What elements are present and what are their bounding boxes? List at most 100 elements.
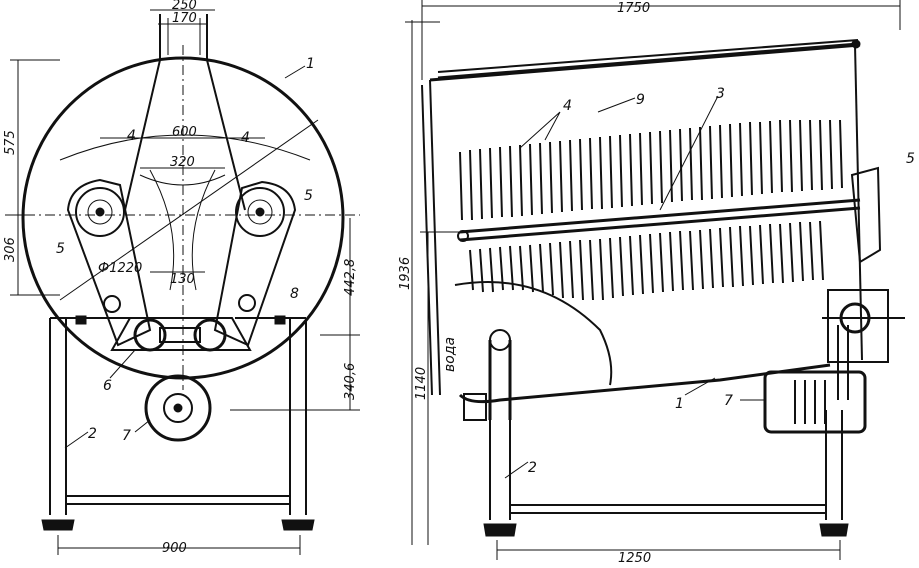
front-drum-circle (21, 56, 345, 380)
dim-text-1250: 1250 (618, 551, 651, 566)
dim-text-top-outer: 250 (172, 0, 197, 13)
front-foot-left (41, 519, 75, 531)
dim-base (57, 535, 301, 555)
motor-housing (827, 289, 889, 363)
side-drum-bottom (458, 363, 831, 404)
dim-text-600: 600 (172, 125, 197, 140)
leader-1 (284, 65, 306, 79)
cover-rod-end (851, 39, 861, 49)
dim-text-left-upper: 575 (3, 130, 18, 155)
water-pipe (488, 340, 512, 420)
label-side-9: 9 (636, 92, 645, 108)
shaft-2 (459, 206, 861, 242)
leader-side-4 (519, 111, 561, 149)
label-front-2: 2 (88, 426, 97, 442)
label-front-8: 8 (290, 286, 299, 302)
bolt-right-nut (274, 315, 286, 325)
inlet-chute (124, 14, 246, 211)
shaft (459, 198, 861, 234)
gear-right (193, 318, 227, 352)
dim-right-vertical (230, 218, 360, 411)
side-drum-left (429, 79, 441, 396)
diameter-line (59, 119, 319, 301)
label-front-4-left: 4 (127, 128, 136, 144)
side-foot-left (483, 523, 517, 537)
center-cross-2 (191, 169, 216, 291)
bolt-right (238, 294, 256, 312)
side-drum-bottom-curve (454, 281, 613, 386)
dim-left-vertical (10, 59, 60, 296)
water-pipe-top (489, 329, 511, 351)
label-side-4: 4 (563, 98, 572, 114)
label-side-3: 3 (716, 86, 725, 102)
label-side-7: 7 (724, 393, 733, 409)
side-leg-right (825, 410, 843, 520)
side-drum-top-2 (437, 39, 859, 73)
dim-text-right-lower: 340,6 (343, 363, 358, 400)
label-front-6: 6 (103, 378, 112, 394)
right-pulley-hub (247, 199, 273, 225)
side-view: 1750 1936 1140 1250 9 3 4 5 1 7 2 вода (398, 0, 915, 566)
dim-side-base (496, 540, 841, 560)
dim-text-top-inner: 170 (172, 11, 197, 26)
bearing-housing (850, 166, 882, 264)
side-foot-right (819, 523, 849, 537)
leader-side-1 (684, 377, 716, 396)
leader-7 (134, 419, 151, 433)
center-cross-1 (149, 169, 175, 291)
left-pulley (75, 187, 125, 237)
front-leg-right (289, 318, 307, 515)
blades-upper (459, 119, 843, 221)
leader-side-3 (659, 95, 719, 211)
label-front-5-right: 5 (304, 188, 313, 204)
side-drum-left-2 (421, 84, 433, 396)
label-front-4-right: 4 (241, 130, 250, 146)
label-side-1: 1 (675, 396, 684, 412)
front-foot-right (281, 519, 315, 531)
left-pulley-center (95, 207, 105, 217)
side-drum-right (854, 44, 863, 361)
front-motor-hub (163, 393, 193, 423)
dim-text-right-upper: 442,8 (343, 259, 358, 296)
side-base-bar (510, 504, 826, 514)
label-side-water: вода (442, 337, 458, 372)
dim-text-1936: 1936 (398, 257, 413, 290)
gear-left (133, 318, 167, 352)
front-motor (144, 374, 212, 442)
side-motor-fins (794, 380, 826, 424)
dim-text-diameter: Ф1220 (98, 261, 142, 276)
dim-side-height (405, 20, 440, 545)
dim-text-320: 320 (170, 155, 195, 170)
dim-side-top (421, 0, 901, 80)
front-motor-center (173, 403, 183, 413)
dim-text-1140: 1140 (414, 367, 429, 400)
label-side-2: 2 (528, 460, 537, 476)
leader-side-9 (597, 97, 636, 113)
left-pulley-hub (87, 199, 113, 225)
label-front-1: 1 (306, 56, 315, 72)
cover-rod (437, 42, 859, 80)
gear-link (159, 327, 201, 343)
leader-6 (109, 349, 136, 379)
gear-box (110, 317, 252, 351)
dim-text-130: 130 (170, 272, 195, 287)
inner-arc (59, 134, 311, 161)
dim-text-left-lower: 306 (3, 237, 18, 262)
side-motor (763, 370, 867, 434)
right-belt-arm (213, 180, 297, 347)
side-leg-left (489, 420, 511, 520)
belt (837, 325, 849, 400)
leader-side-2 (504, 461, 529, 479)
right-pulley-center (255, 207, 265, 217)
dim-text-1750: 1750 (617, 1, 650, 16)
front-view: 250 170 575 306 600 320 Ф1220 130 442,8 … (3, 0, 360, 556)
leader-2 (64, 431, 89, 449)
bolt-left-nut (75, 315, 87, 325)
right-pulley (235, 187, 285, 237)
water-valve (463, 393, 487, 421)
blades-lower (469, 220, 824, 301)
bolt-left (103, 295, 121, 313)
dim-text-base: 900 (162, 541, 187, 556)
label-side-5: 5 (906, 151, 915, 167)
